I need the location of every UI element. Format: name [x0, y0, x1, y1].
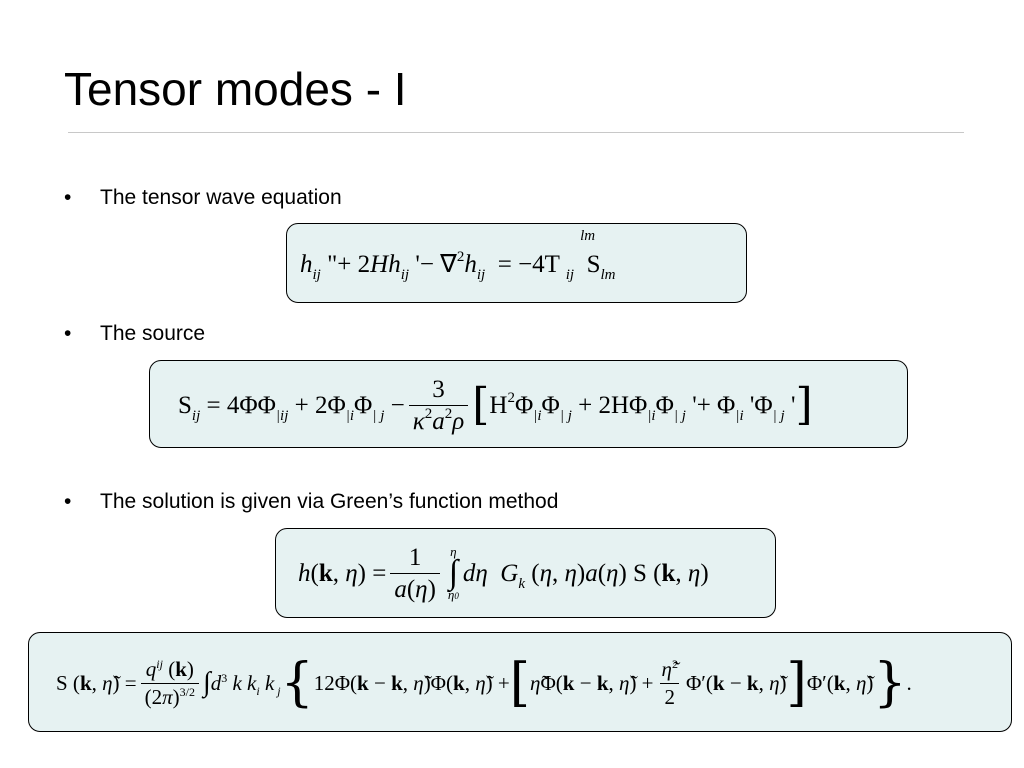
bullet-solution: • The solution is given via Green’s func…	[64, 490, 558, 514]
equation-kspace-source: S (k, η̃) = qij (k)(2π)3/2 ∫ d3 k ki k j…	[56, 653, 912, 713]
equation-box-wave	[286, 223, 747, 303]
title-divider	[68, 132, 964, 133]
bullet-wave-equation: • The tensor wave equation	[64, 186, 342, 210]
bullet-marker: •	[64, 322, 72, 345]
bullet-marker: •	[64, 490, 72, 513]
bullet-text: The tensor wave equation	[100, 186, 342, 209]
bullet-marker: •	[64, 186, 72, 209]
bullet-text: The source	[100, 322, 206, 345]
equation-box-solution	[275, 528, 776, 618]
bullet-source: • The source	[64, 322, 205, 346]
slide-title: Tensor modes - I	[64, 63, 407, 115]
equation-box-source	[149, 360, 908, 448]
bullet-text: The solution is given via Green’s functi…	[100, 490, 559, 513]
equation-box-kspace-source	[28, 632, 1012, 732]
